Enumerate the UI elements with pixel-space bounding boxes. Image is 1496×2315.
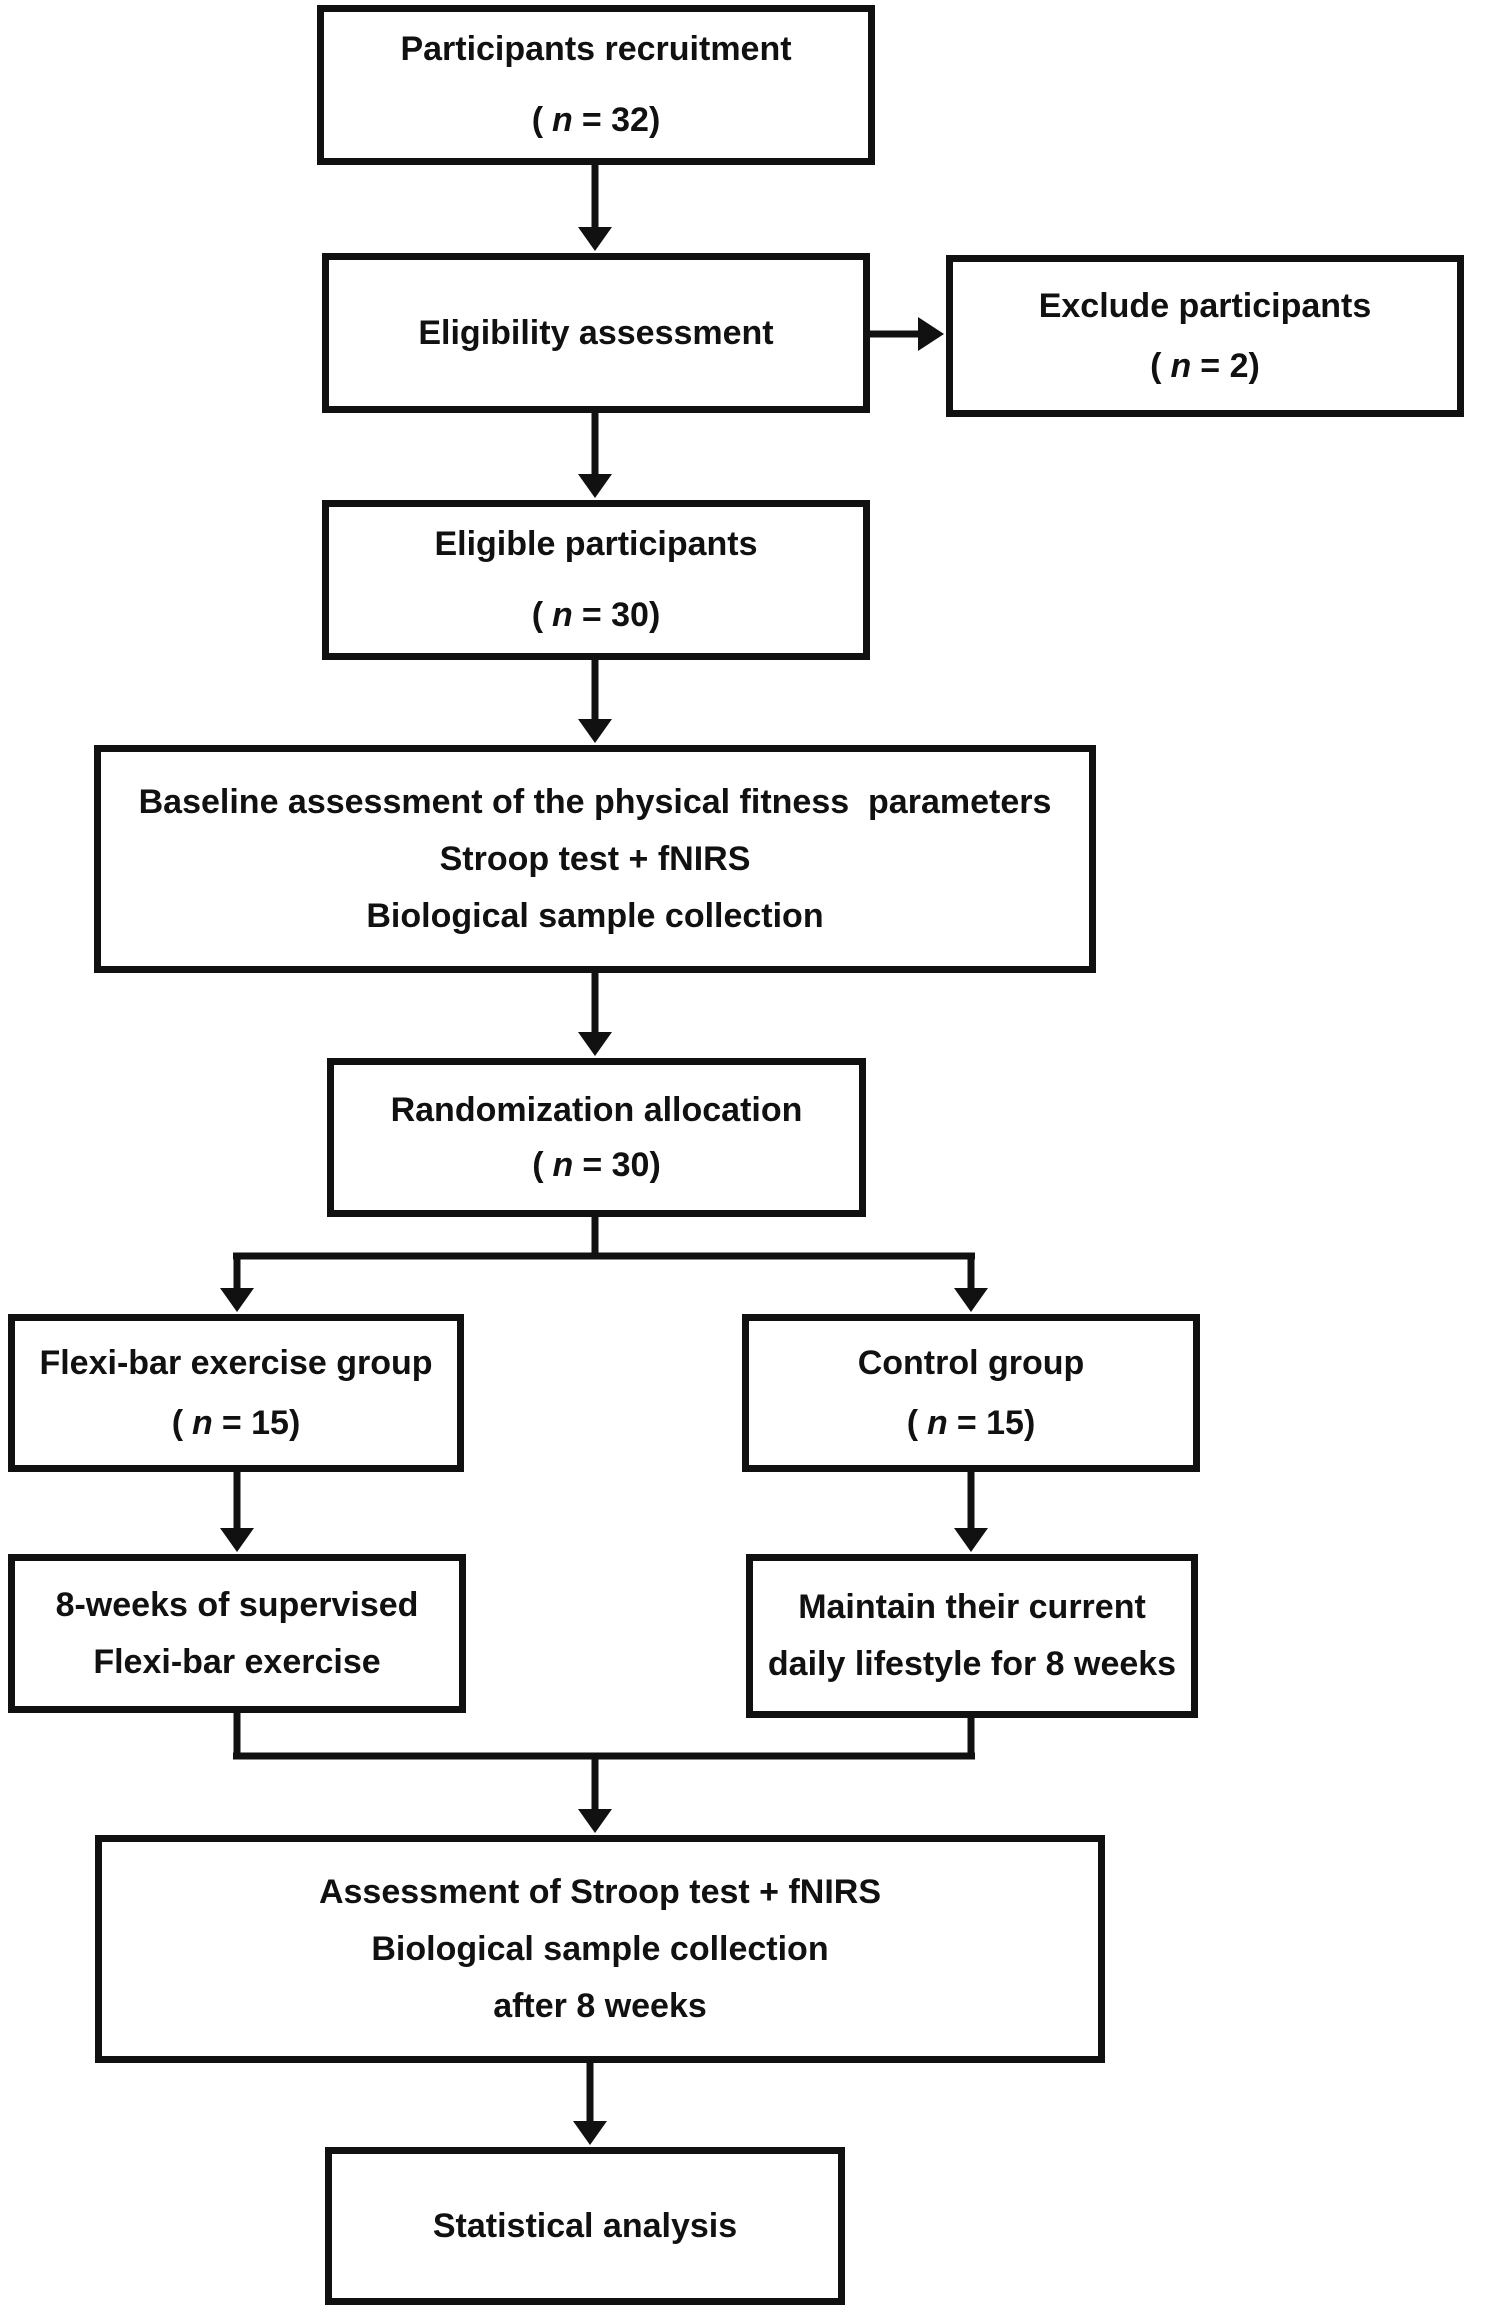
count-variable: n — [552, 596, 573, 634]
count-variable: n — [192, 1403, 213, 1442]
arrowhead-eligible-baseline — [578, 719, 612, 743]
box-flexibar-intervention: 8-weeks of supervised Flexi-bar exercise — [8, 1554, 466, 1713]
count-label: (n= 30) — [532, 595, 661, 636]
box-randomization-allocation: Randomization allocation (n= 30) — [327, 1058, 866, 1217]
box-title: Flexi-bar exercise group — [39, 1343, 433, 1382]
box-line: after 8 weeks — [493, 1986, 707, 2025]
arrowhead-branch-left — [220, 1288, 254, 1312]
box-title: Exclude participants — [1038, 286, 1372, 325]
count-open: ( — [532, 1145, 544, 1184]
box-title: Participants recruitment — [400, 30, 792, 69]
box-title: Statistical analysis — [432, 2206, 738, 2245]
box-post-assessment: Assessment of Stroop test + fNIRS Biolog… — [95, 1835, 1105, 2063]
box-eligibility-assessment: Eligibility assessment — [322, 253, 870, 413]
count-open: ( — [906, 1403, 919, 1442]
box-line: Assessment of Stroop test + fNIRS — [318, 1872, 882, 1911]
box-baseline-assessment: Baseline assessment of the physical fitn… — [94, 745, 1096, 973]
arrowhead-merge-postassessment — [578, 1809, 612, 1833]
box-title: Eligibility assessment — [418, 313, 774, 352]
count-value: = 15) — [956, 1403, 1036, 1442]
count-label: (n= 30) — [532, 1145, 661, 1186]
box-line: daily lifestyle for 8 weeks — [767, 1645, 1177, 1683]
count-value: = 2) — [1200, 346, 1260, 385]
arrowhead-flexigroup-intervention — [220, 1528, 254, 1552]
box-control-group: Control group (n= 15) — [742, 1314, 1200, 1472]
box-control-intervention: Maintain their current daily lifestyle f… — [746, 1554, 1198, 1718]
box-line: Baseline assessment of the physical fitn… — [138, 782, 1052, 821]
count-label: (n= 2) — [1150, 346, 1260, 387]
arrowhead-eligibility-eligible — [578, 474, 612, 498]
count-value: = 30) — [582, 1145, 661, 1184]
box-statistical-analysis: Statistical analysis — [325, 2147, 845, 2305]
arrowhead-postassessment-statistics — [573, 2121, 607, 2145]
count-variable: n — [552, 1145, 574, 1184]
count-open: ( — [531, 596, 544, 634]
count-label: (n= 15) — [172, 1403, 301, 1444]
arrowhead-branch-right — [954, 1288, 988, 1312]
count-open: ( — [531, 101, 544, 139]
arrowhead-recruitment-eligibility — [578, 227, 612, 251]
box-line: Biological sample collection — [371, 1929, 829, 1968]
count-label: (n= 32) — [532, 100, 661, 141]
count-variable: n — [1170, 346, 1192, 385]
box-title: Randomization allocation — [390, 1090, 803, 1129]
box-line: Biological sample collection — [366, 896, 824, 935]
arrowhead-controlgroup-intervention — [954, 1528, 988, 1552]
box-title: Control group — [857, 1343, 1085, 1382]
box-line: 8-weeks of supervised — [55, 1585, 419, 1624]
count-variable: n — [552, 101, 573, 139]
arrowhead-eligibility-exclude — [918, 317, 944, 351]
box-title: Eligible participants — [434, 525, 758, 564]
box-participants-recruitment: Participants recruitment (n= 32) — [317, 5, 875, 165]
box-line: Flexi-bar exercise — [93, 1642, 381, 1681]
box-eligible-participants: Eligible participants (n= 30) — [322, 500, 870, 660]
count-value: = 32) — [581, 101, 661, 139]
count-variable: n — [927, 1403, 948, 1442]
count-open: ( — [171, 1403, 184, 1442]
box-exclude-participants: Exclude participants (n= 2) — [946, 255, 1464, 417]
count-open: ( — [1150, 346, 1162, 385]
count-value: = 30) — [581, 596, 661, 634]
box-line: Maintain their current — [798, 1588, 1146, 1626]
box-line: Stroop test + fNIRS — [439, 839, 751, 878]
box-flexibar-exercise-group: Flexi-bar exercise group (n= 15) — [8, 1314, 464, 1472]
count-value: = 15) — [221, 1403, 301, 1442]
count-label: (n= 15) — [907, 1403, 1036, 1444]
arrowhead-baseline-randomization — [578, 1032, 612, 1056]
